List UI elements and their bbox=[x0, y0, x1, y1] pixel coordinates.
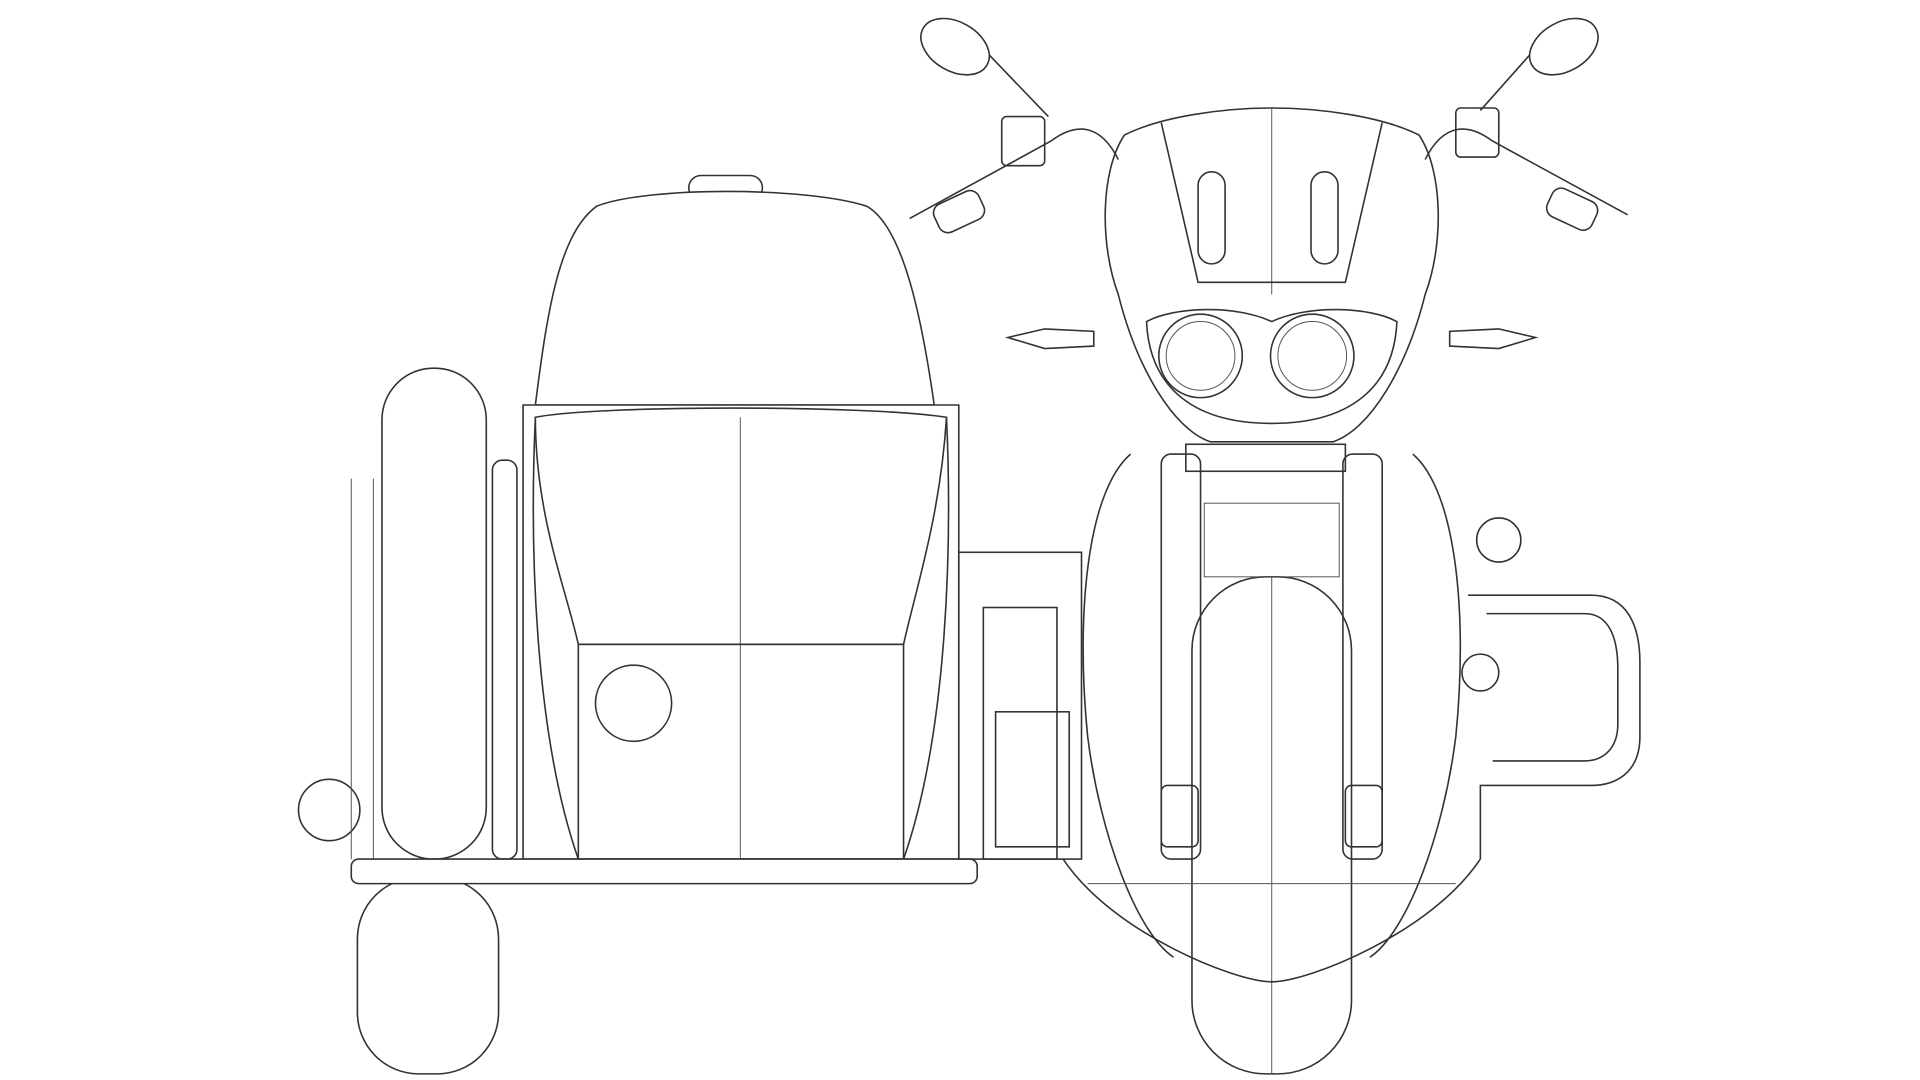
sidecar-tire bbox=[381, 367, 488, 860]
left-vent bbox=[1197, 171, 1226, 265]
left-fork bbox=[1160, 453, 1202, 860]
right-turn-signal bbox=[1448, 328, 1539, 350]
sidecar-body bbox=[522, 404, 960, 860]
radiator bbox=[1203, 502, 1340, 578]
right-fork bbox=[1342, 453, 1383, 860]
sidecar-bumper-light bbox=[297, 778, 361, 842]
fog-light bbox=[1461, 653, 1500, 692]
body-left bbox=[1082, 453, 1174, 958]
right-vent bbox=[1310, 171, 1339, 265]
left-handlebar bbox=[909, 128, 1120, 220]
sidecar bbox=[297, 174, 1083, 1075]
sidecar-lower-wheel bbox=[356, 876, 500, 1075]
body-right bbox=[1369, 453, 1462, 958]
sidecar-frame-bar bbox=[350, 858, 978, 885]
engine-guard bbox=[1468, 594, 1641, 860]
left-turn-signal bbox=[1004, 328, 1095, 350]
left-headlight bbox=[1158, 313, 1244, 399]
motorcycle bbox=[909, 17, 1641, 1075]
left-mirror bbox=[920, 17, 991, 76]
right-headlight bbox=[1269, 313, 1355, 399]
sidecar-seat-back bbox=[534, 190, 936, 406]
right-mirror bbox=[1528, 17, 1599, 76]
sidecar-fuel-cap bbox=[594, 664, 673, 743]
right-handlebar bbox=[1424, 128, 1629, 216]
